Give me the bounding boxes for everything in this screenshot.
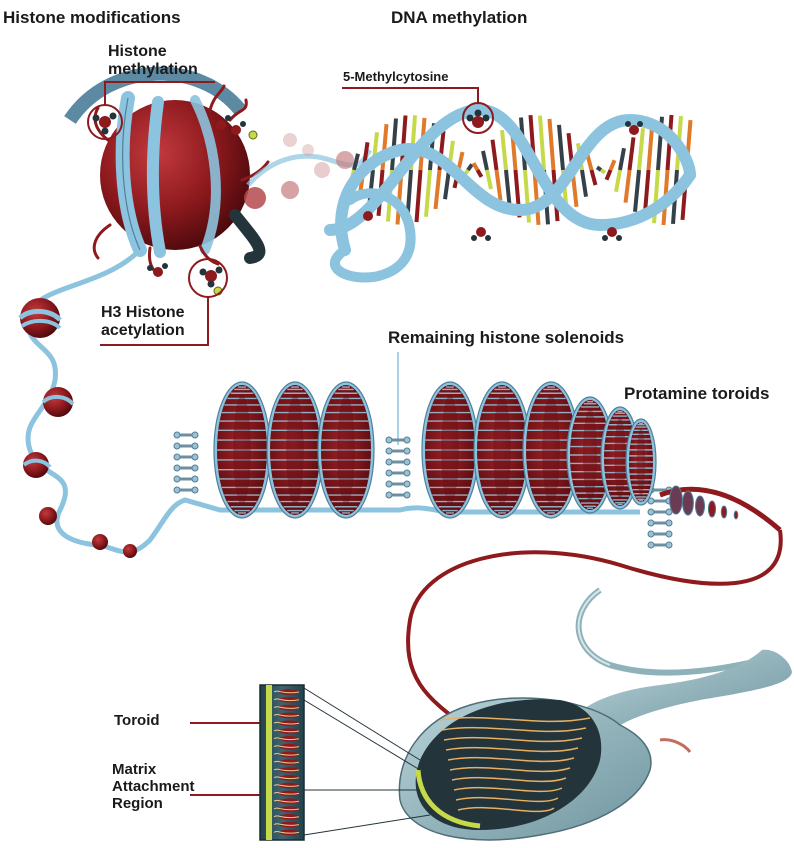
- protamine-toroids: [214, 382, 656, 518]
- sperm-cell: [399, 530, 792, 840]
- label-matrix-line2: Attachment: [112, 779, 195, 795]
- toroid-inset-panel: [260, 685, 304, 840]
- label-toroid: Toroid: [114, 713, 160, 729]
- label-h3-acetylation-line1: H3 Histone: [101, 305, 185, 322]
- label-matrix-line3: Region: [112, 796, 163, 812]
- label-remaining-histone-solenoids: Remaining histone solenoids: [388, 329, 624, 347]
- label-histone-methylation-line1: Histone: [108, 44, 167, 61]
- dna-double-helix: [330, 103, 691, 278]
- label-protamine-toroids: Protamine toroids: [624, 385, 769, 403]
- title-dna-methylation: DNA methylation: [391, 9, 527, 27]
- label-histone-methylation-line2: methylation: [108, 62, 198, 79]
- label-5-methylcytosine: 5-Methylcytosine: [343, 70, 448, 84]
- title-histone-modifications: Histone modifications: [3, 9, 181, 27]
- label-matrix-line1: Matrix: [112, 762, 156, 778]
- label-h3-acetylation-line2: acetylation: [101, 323, 185, 340]
- histone-octamer: [70, 74, 268, 297]
